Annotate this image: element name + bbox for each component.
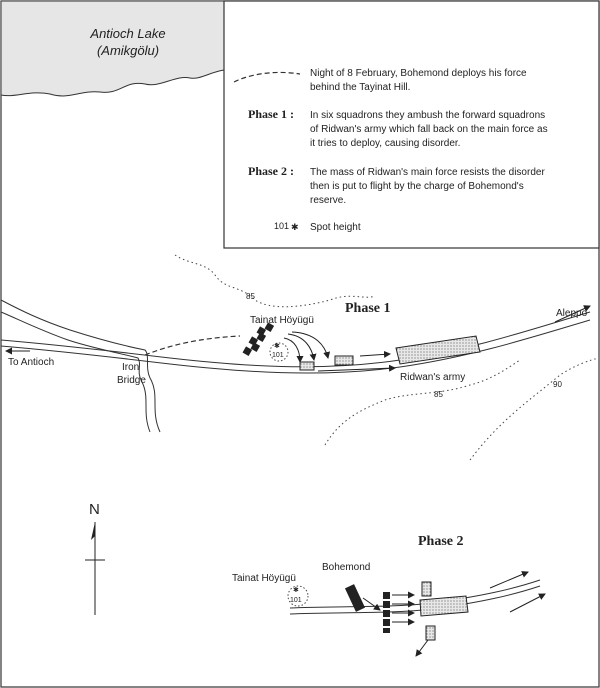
to-aleppo-arrow bbox=[554, 305, 591, 323]
north-label: N bbox=[89, 501, 100, 518]
iron-bridge-label-2: Bridge bbox=[117, 375, 146, 386]
contour-label-85-south: 85 bbox=[434, 390, 443, 399]
phase1-attack-arrows bbox=[283, 331, 331, 363]
phase2-hill-name: Tainat Höyügü bbox=[232, 573, 296, 584]
road2-north bbox=[289, 579, 541, 609]
ridwan-squadron-phase2-north bbox=[421, 581, 432, 597]
phase1-retreat-arrows bbox=[317, 350, 396, 372]
antioch-lake bbox=[0, 0, 225, 97]
phase1-title: Phase 1 bbox=[345, 301, 391, 316]
north-arrow-icon bbox=[91, 522, 95, 540]
legend-box bbox=[223, 0, 600, 249]
spot-height-icon: ✱ bbox=[291, 222, 299, 232]
legend-night-line2: behind the Tayinat Hill. bbox=[310, 82, 410, 93]
legend-phase1-line3: it tries to deploy, causing disorder. bbox=[310, 138, 460, 149]
phase1-hill-height: 101 bbox=[272, 352, 284, 359]
legend-phase1-key: Phase 1 : bbox=[248, 107, 294, 121]
phase2-hill-height: 101 bbox=[290, 597, 302, 604]
legend-phase2-line2: then is put to flight by the charge of B… bbox=[310, 181, 524, 192]
phase1-hill-marker-icon: ✱ bbox=[274, 342, 280, 350]
aleppo-label: Aleppo bbox=[556, 308, 588, 319]
phase2-flight-arrows bbox=[415, 571, 546, 657]
contour-label-90: 90 bbox=[553, 380, 562, 389]
contour-90 bbox=[469, 357, 600, 461]
phase2-attack-arrows bbox=[392, 591, 415, 626]
north-compass: N bbox=[85, 501, 105, 615]
contour-label-85-north: 85 bbox=[246, 292, 255, 301]
ridwan-main-force-phase1 bbox=[395, 335, 481, 365]
legend-phase1-line2: of Ridwan's army which fall back on the … bbox=[310, 124, 548, 135]
road-south bbox=[0, 319, 591, 374]
legend-phase2-line3: reserve. bbox=[310, 195, 346, 206]
legend-spot-text: Spot height bbox=[310, 222, 361, 233]
to-antioch-label: To Antioch bbox=[8, 357, 54, 368]
ridwan-squadron-phase2-south bbox=[425, 625, 436, 641]
contour-85-north bbox=[174, 254, 376, 308]
legend-spot-number: 101 bbox=[274, 221, 289, 231]
phase2-title: Phase 2 bbox=[418, 534, 464, 549]
river-south-bank bbox=[0, 311, 151, 433]
lake-name-line1: Antioch Lake bbox=[89, 26, 165, 41]
bohemond-squadrons-phase2 bbox=[383, 592, 390, 633]
ridwan-army-label: Ridwan's army bbox=[400, 372, 465, 383]
phase1-hill-contour bbox=[269, 342, 289, 362]
phase1-hill-name: Tainat Höyügü bbox=[250, 315, 314, 326]
bohemond-label: Bohemond bbox=[322, 562, 370, 573]
road-north bbox=[0, 311, 591, 368]
phase2-hill-contour bbox=[287, 585, 309, 607]
contour-85-south bbox=[324, 359, 521, 446]
bohemond-reserve bbox=[344, 584, 366, 612]
night-route bbox=[144, 335, 241, 356]
river-north-bank bbox=[0, 299, 161, 433]
lake-name-line2: (Amikgölu) bbox=[97, 43, 159, 58]
ridwan-main-force-phase2 bbox=[419, 595, 469, 617]
legend-night-line1: Night of 8 February, Bohemond deploys hi… bbox=[310, 68, 527, 79]
phase2-hill-marker-icon: ✱ bbox=[293, 586, 299, 594]
ridwan-forward-squadron-1 bbox=[299, 361, 315, 371]
legend-phase1-line1: In six squadrons they ambush the forward… bbox=[310, 110, 545, 121]
night-route-key bbox=[233, 71, 301, 83]
reserve-charge-arrow bbox=[362, 597, 381, 611]
iron-bridge-label-1: Iron bbox=[122, 362, 139, 373]
legend-phase2-key: Phase 2 : bbox=[248, 164, 294, 178]
bohemond-squadrons-phase1 bbox=[242, 322, 275, 356]
ridwan-forward-squadron-2 bbox=[334, 355, 354, 366]
legend-phase2-line1: The mass of Ridwan's main force resists … bbox=[310, 167, 545, 178]
